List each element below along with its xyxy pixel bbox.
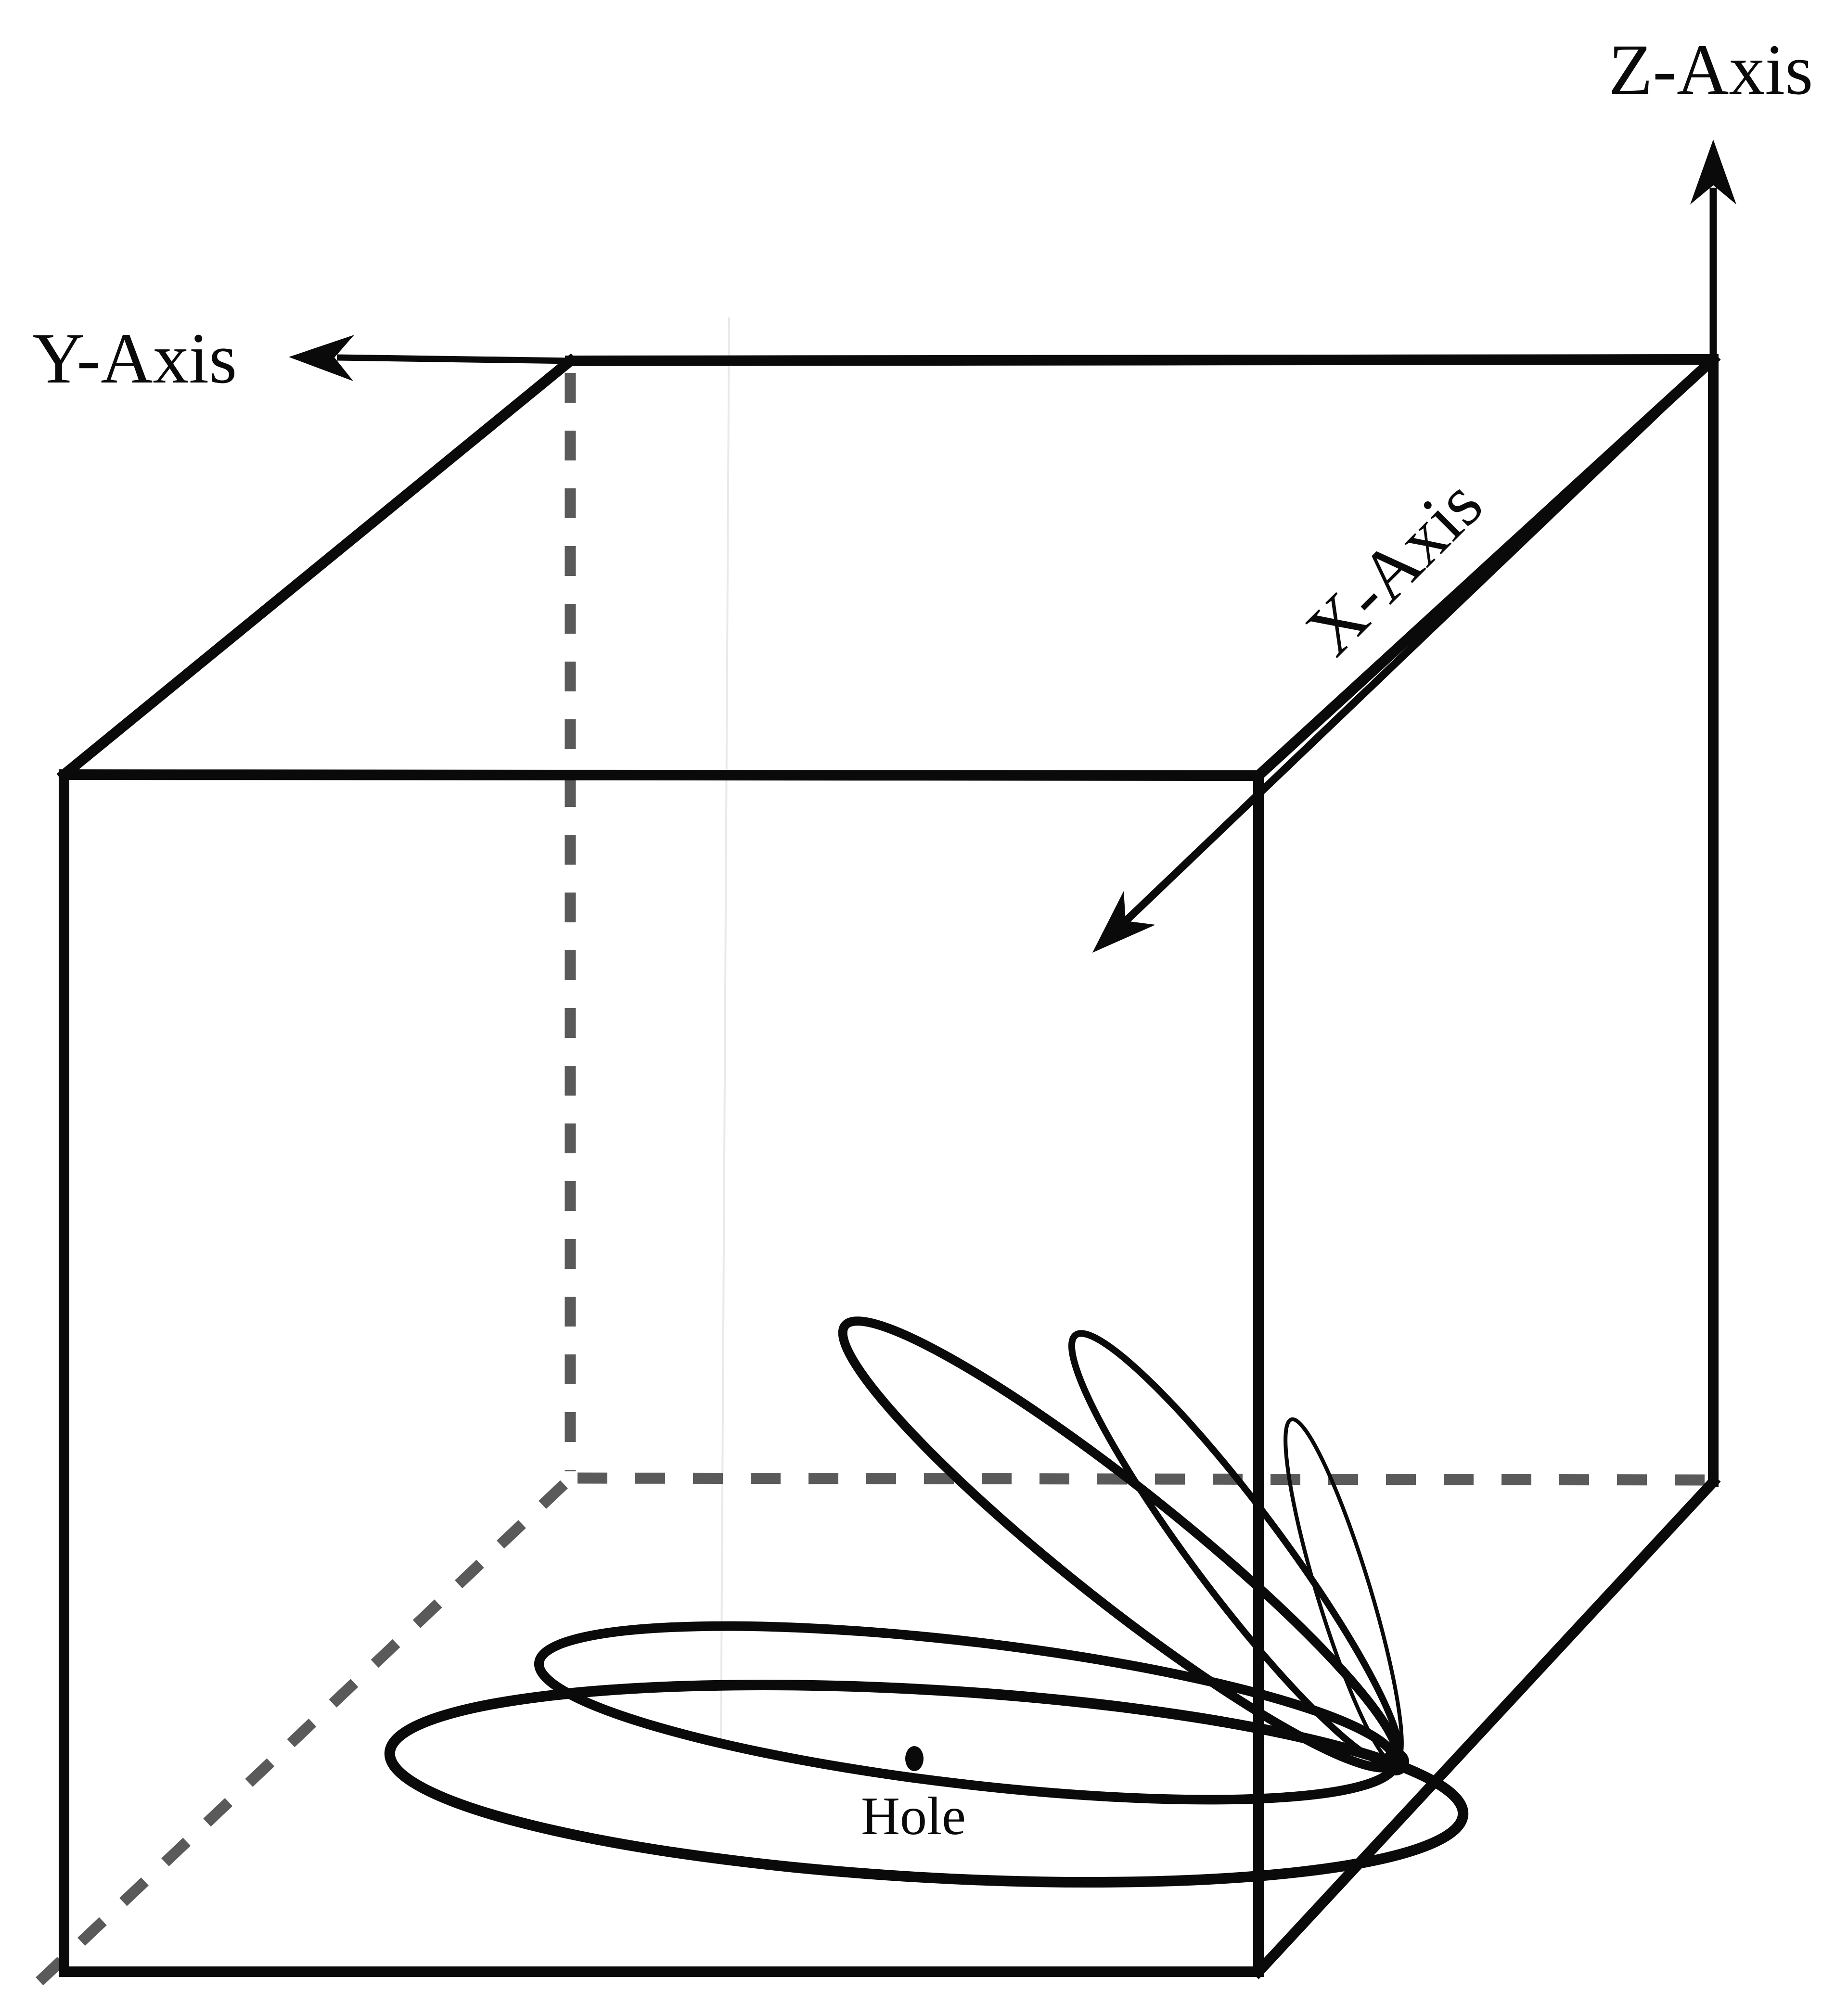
orbit-ellipse-2 — [534, 1621, 1401, 1805]
cube-edge-bottom-right-diagonal — [1251, 1474, 1721, 1979]
z-axis-label: Z-Axis — [1609, 30, 1813, 110]
hole-label: Hole — [861, 1786, 966, 1846]
scan-artifact-line — [720, 317, 730, 1747]
z-axis: Z-Axis — [1609, 30, 1813, 359]
hole-marker-dot — [905, 1746, 924, 1771]
cube-edge-top-back — [565, 354, 1719, 367]
cube-edge-top-left-diagonal — [56, 353, 578, 782]
orbit-ellipse-4 — [1068, 1330, 1404, 1769]
y-axis-label: Y-Axis — [32, 319, 237, 398]
x-axis-line — [1118, 357, 1716, 928]
x-axis-label: X-Axis — [1291, 464, 1498, 671]
y-axis-line — [336, 354, 571, 364]
hidden-edge-bottom-back — [577, 1472, 1708, 1486]
cube-hidden-edges — [36, 373, 1708, 1986]
hidden-edge-bottom-left-diagonal — [36, 1480, 568, 1986]
markers: Hole — [861, 1746, 1409, 1846]
orbit-convergence-dot — [1382, 1748, 1409, 1775]
y-axis-arrowhead — [289, 335, 354, 381]
cube-edge-front-top — [58, 769, 1264, 781]
y-axis: Y-Axis — [32, 319, 571, 398]
cube-solid-edges — [56, 352, 1721, 1979]
x-axis-arrowhead — [1092, 891, 1155, 953]
orbit-ellipse-1 — [384, 1679, 1469, 1888]
x-axis: X-Axis — [1092, 357, 1716, 953]
z-axis-arrowhead — [1690, 140, 1736, 204]
